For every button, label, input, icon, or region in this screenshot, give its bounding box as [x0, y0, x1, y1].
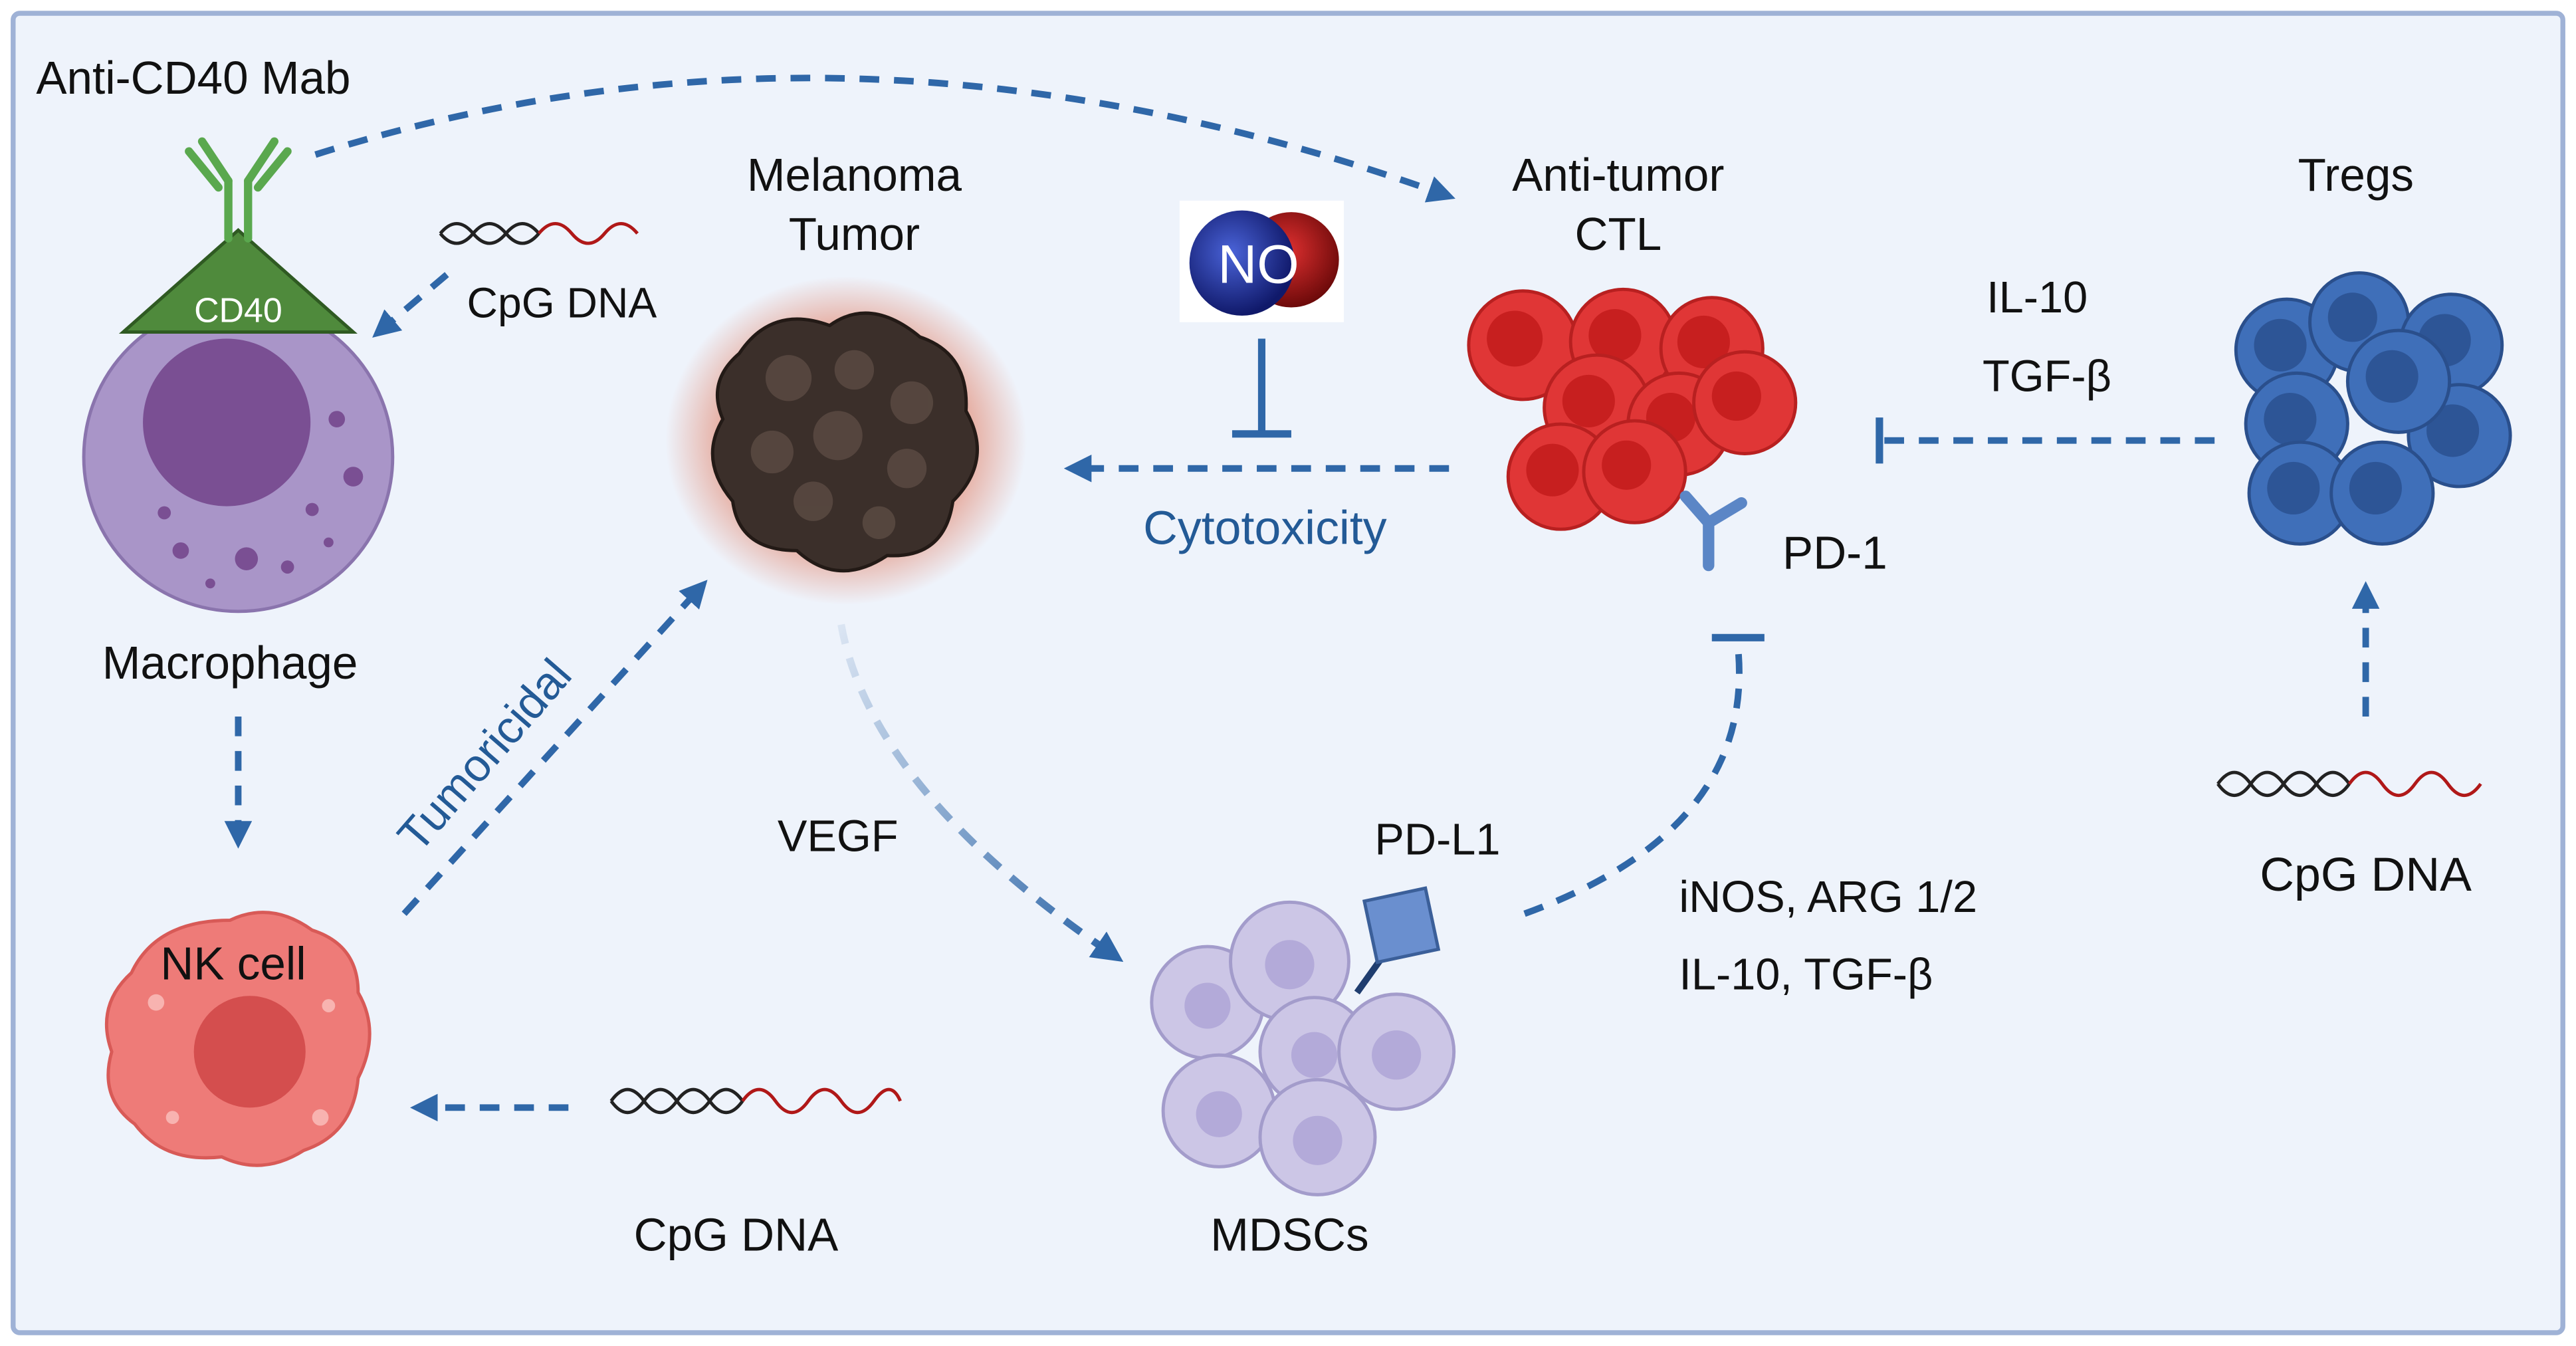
antibody-icon: [185, 137, 292, 243]
ctl-cell: [1582, 419, 1687, 524]
mdsc-cell: [1229, 900, 1350, 1022]
mdsc-cell: [1258, 1077, 1377, 1196]
ctl-cell: [1692, 350, 1798, 455]
no-label: NO: [1218, 234, 1299, 294]
tregs-cluster: [2234, 271, 2512, 546]
inhibit-mdsc-to-ctl: [1523, 649, 1743, 917]
melanoma-tumor: [665, 276, 1027, 605]
nk-nucleus: [193, 996, 306, 1108]
no-blue-atom: [1189, 210, 1295, 316]
nk-cell: [104, 911, 372, 1167]
cd40-label: CD40: [194, 292, 282, 330]
treg-cell: [2329, 440, 2435, 546]
macrophage-nucleus: [143, 338, 311, 506]
pdl1-ligand-icon: [1354, 886, 1441, 995]
pdl1-label: PD-L1: [1374, 816, 1500, 865]
tumor-label: Tumor: [789, 208, 920, 260]
dna-icon: [439, 222, 639, 245]
arrow-tumor-to-mdsc: [837, 623, 1124, 962]
mdscs-label: MDSCs: [1210, 1208, 1368, 1260]
diagram-background: [11, 11, 2565, 1335]
inhibition-bars: [1232, 338, 1883, 641]
arrow-antibody-to-ctl: [314, 74, 1455, 203]
cytotoxicity-label: Cytotoxicity: [1143, 501, 1387, 554]
melanoma-label: Melanoma: [747, 149, 962, 201]
treg-cell: [2345, 328, 2452, 434]
cpg-dna-tregs-label: CpG DNA: [2260, 848, 2472, 901]
mdsc-cell: [1161, 1053, 1277, 1169]
mdsc-cell: [1337, 992, 1456, 1111]
nitric-oxide-icon: NO: [1179, 200, 1344, 322]
il10-tgfb-label: IL-10, TGF-β: [1679, 950, 1933, 999]
ctl-cell: [1467, 289, 1579, 401]
pd1-label: PD-1: [1782, 527, 1887, 579]
tgfb-label: TGF-β: [1983, 352, 2111, 401]
cpg-dna-nk-label: CpG DNA: [634, 1208, 839, 1260]
inos-arg-label: iNOS, ARG 1/2: [1679, 873, 1977, 922]
anti-cd40-mab-label: Anti-CD40 Mab: [36, 52, 350, 104]
cpg-dna-macrophage-label: CpG DNA: [467, 279, 657, 326]
macrophage-cell: CD40: [82, 137, 395, 614]
ctl-label: CTL: [1574, 208, 1662, 260]
cd40-receptor-icon: [118, 228, 358, 334]
dna-icon: [2216, 770, 2482, 797]
ctl-cluster: [1467, 287, 1798, 531]
nk-cell-label: NK cell: [160, 938, 306, 990]
il10-label: IL-10: [1986, 273, 2088, 322]
tregs-label: Tregs: [2298, 149, 2414, 201]
macrophage-granules: [158, 411, 364, 589]
anti-tumor-label: Anti-tumor: [1512, 149, 1724, 201]
arrow-nk-to-tumor: [401, 580, 708, 916]
tumor-texture: [750, 350, 934, 540]
macrophage-label: Macrophage: [102, 637, 358, 689]
arrows-layer: [224, 74, 2380, 1122]
arrow-cpg-to-macrophage: [372, 272, 449, 338]
vegf-label: VEGF: [778, 812, 899, 861]
nk-granules: [148, 994, 336, 1126]
mdsc-cluster: [1150, 900, 1456, 1196]
pd1-receptor-icon: [1679, 491, 1747, 572]
dna-icon: [609, 1087, 902, 1115]
